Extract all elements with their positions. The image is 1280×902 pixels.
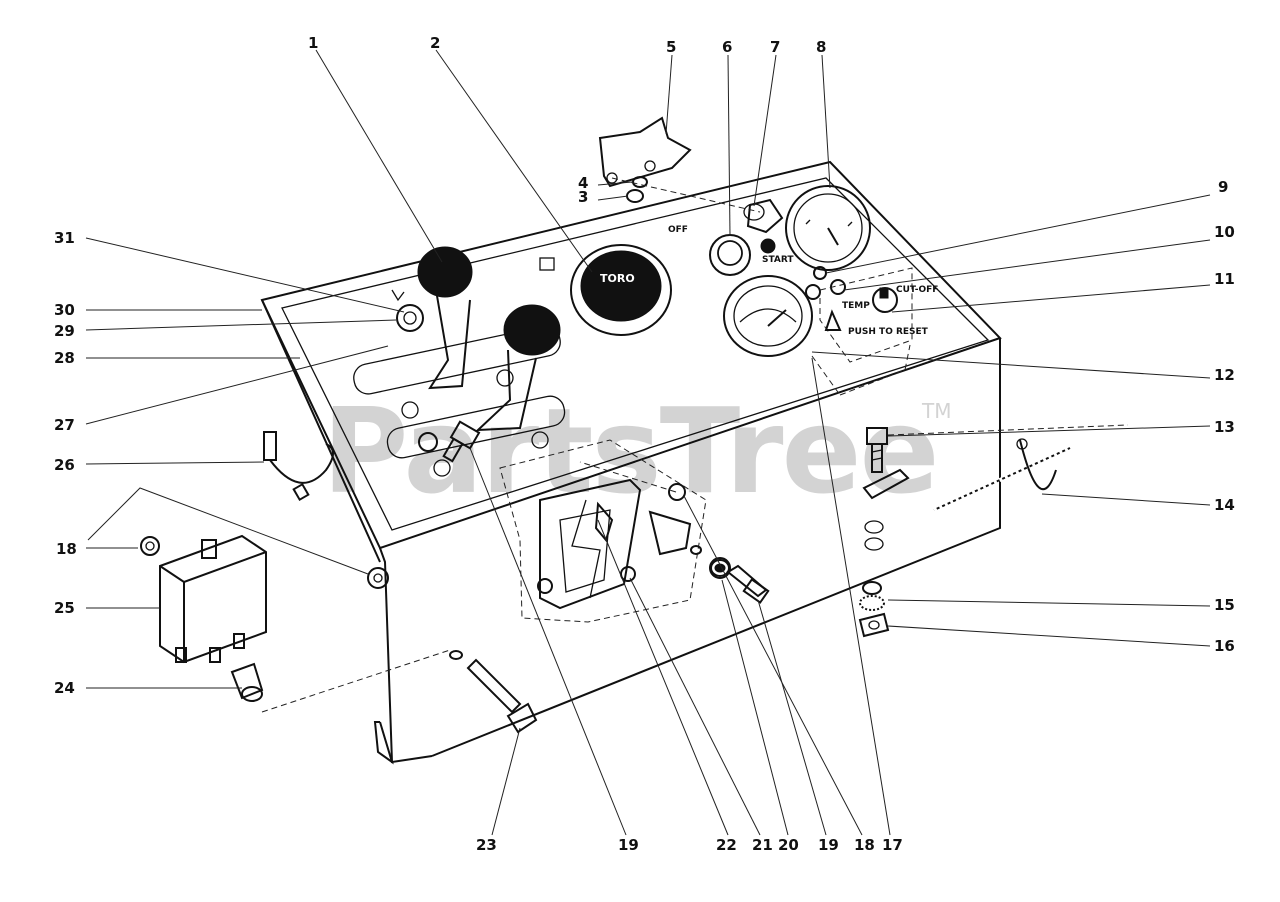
- callout-18-bottom: 18: [854, 836, 875, 854]
- callout-13: 13: [1214, 418, 1235, 436]
- indicator-light: [391, 289, 424, 332]
- callout-19-right: 19: [818, 836, 839, 854]
- callout-numbers: 1 2 3 4 5 6 7 8 9 10 11 12 13 14 15 16 1…: [54, 34, 1235, 854]
- temp-cutoff-switch: TEMP CUT-OFF PUSH TO RESET: [819, 267, 938, 363]
- callout-2: 2: [430, 34, 440, 52]
- ignition-switch: OFF START: [668, 198, 794, 276]
- leader-lines: [85, 49, 1211, 836]
- callout-6: 6: [722, 38, 732, 56]
- callout-19-left: 19: [618, 836, 639, 854]
- callout-28: 28: [54, 349, 75, 367]
- callout-25: 25: [54, 599, 75, 617]
- callout-9: 9: [1218, 178, 1228, 196]
- callout-14: 14: [1214, 496, 1235, 514]
- throttle-lever: [417, 246, 473, 390]
- bolt-13: [866, 427, 888, 473]
- callout-26: 26: [54, 456, 75, 474]
- callout-18-left: 18: [56, 540, 77, 558]
- callout-24: 24: [54, 679, 75, 697]
- nuts-18: [140, 536, 389, 589]
- shield-bracket: [598, 116, 692, 188]
- hour-meter: TORO: [539, 244, 672, 336]
- callout-27: 27: [54, 416, 75, 434]
- relay-module: [159, 534, 267, 664]
- callout-5: 5: [666, 38, 676, 56]
- callout-22: 22: [716, 836, 737, 854]
- callout-29: 29: [54, 322, 75, 340]
- long-bolt-23: [449, 650, 538, 734]
- callout-16: 16: [1214, 637, 1235, 655]
- callout-7: 7: [770, 38, 780, 56]
- push-to-reset-label: PUSH TO RESET: [848, 327, 929, 337]
- callout-11: 11: [1214, 270, 1235, 288]
- dash-panel-housing: [260, 160, 1002, 765]
- small-bolt-19: [418, 420, 481, 463]
- wire-harness: [862, 438, 1071, 551]
- spacer-20: [709, 557, 731, 579]
- callout-21: 21: [752, 836, 773, 854]
- gauge-terminals: [805, 266, 846, 300]
- start-label: START: [762, 255, 794, 265]
- callout-31: 31: [54, 229, 75, 247]
- reference-lines: [579, 177, 1129, 493]
- svg-text:TORO: TORO: [600, 272, 635, 285]
- lever-slots: [353, 325, 566, 477]
- callout-17: 17: [882, 836, 903, 854]
- callout-4: 4: [578, 174, 588, 192]
- cutoff-label: CUT-OFF: [896, 285, 938, 295]
- lock-washer-and-nut: [858, 581, 890, 638]
- wire-lead: [263, 431, 334, 502]
- callout-30: 30: [54, 301, 75, 319]
- callout-1: 1: [308, 34, 318, 52]
- callout-3: 3: [578, 188, 588, 206]
- connector-24: [230, 649, 451, 713]
- ammeter-gauge: [785, 185, 871, 271]
- off-label: OFF: [668, 225, 688, 235]
- callout-23: 23: [476, 836, 497, 854]
- callout-20: 20: [778, 836, 799, 854]
- temp-label: TEMP: [842, 301, 870, 311]
- callout-12: 12: [1214, 366, 1235, 384]
- callout-15: 15: [1214, 596, 1235, 614]
- temperature-gauge: [723, 275, 911, 396]
- callout-10: 10: [1214, 223, 1235, 241]
- trademark-mark: TM: [921, 399, 951, 423]
- callout-8: 8: [816, 38, 826, 56]
- choke-lever: [475, 304, 561, 432]
